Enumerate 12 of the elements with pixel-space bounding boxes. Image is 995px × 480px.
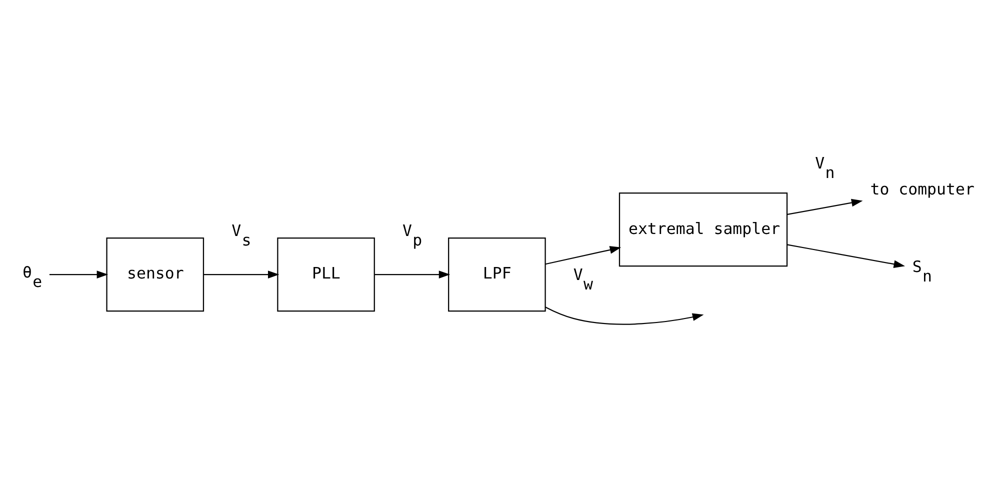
node-box: extremal sampler bbox=[618, 192, 788, 266]
arrow bbox=[787, 198, 863, 215]
arrow bbox=[545, 306, 704, 324]
arrow bbox=[374, 270, 450, 278]
node-text: to computer bbox=[870, 178, 974, 198]
arrow bbox=[787, 244, 906, 268]
node-box: sensor bbox=[106, 236, 204, 312]
node-box: LPF bbox=[448, 236, 546, 312]
arrow bbox=[204, 270, 280, 278]
arrow bbox=[545, 246, 622, 264]
arrow bbox=[49, 270, 108, 278]
node-box: PLL bbox=[277, 236, 375, 312]
